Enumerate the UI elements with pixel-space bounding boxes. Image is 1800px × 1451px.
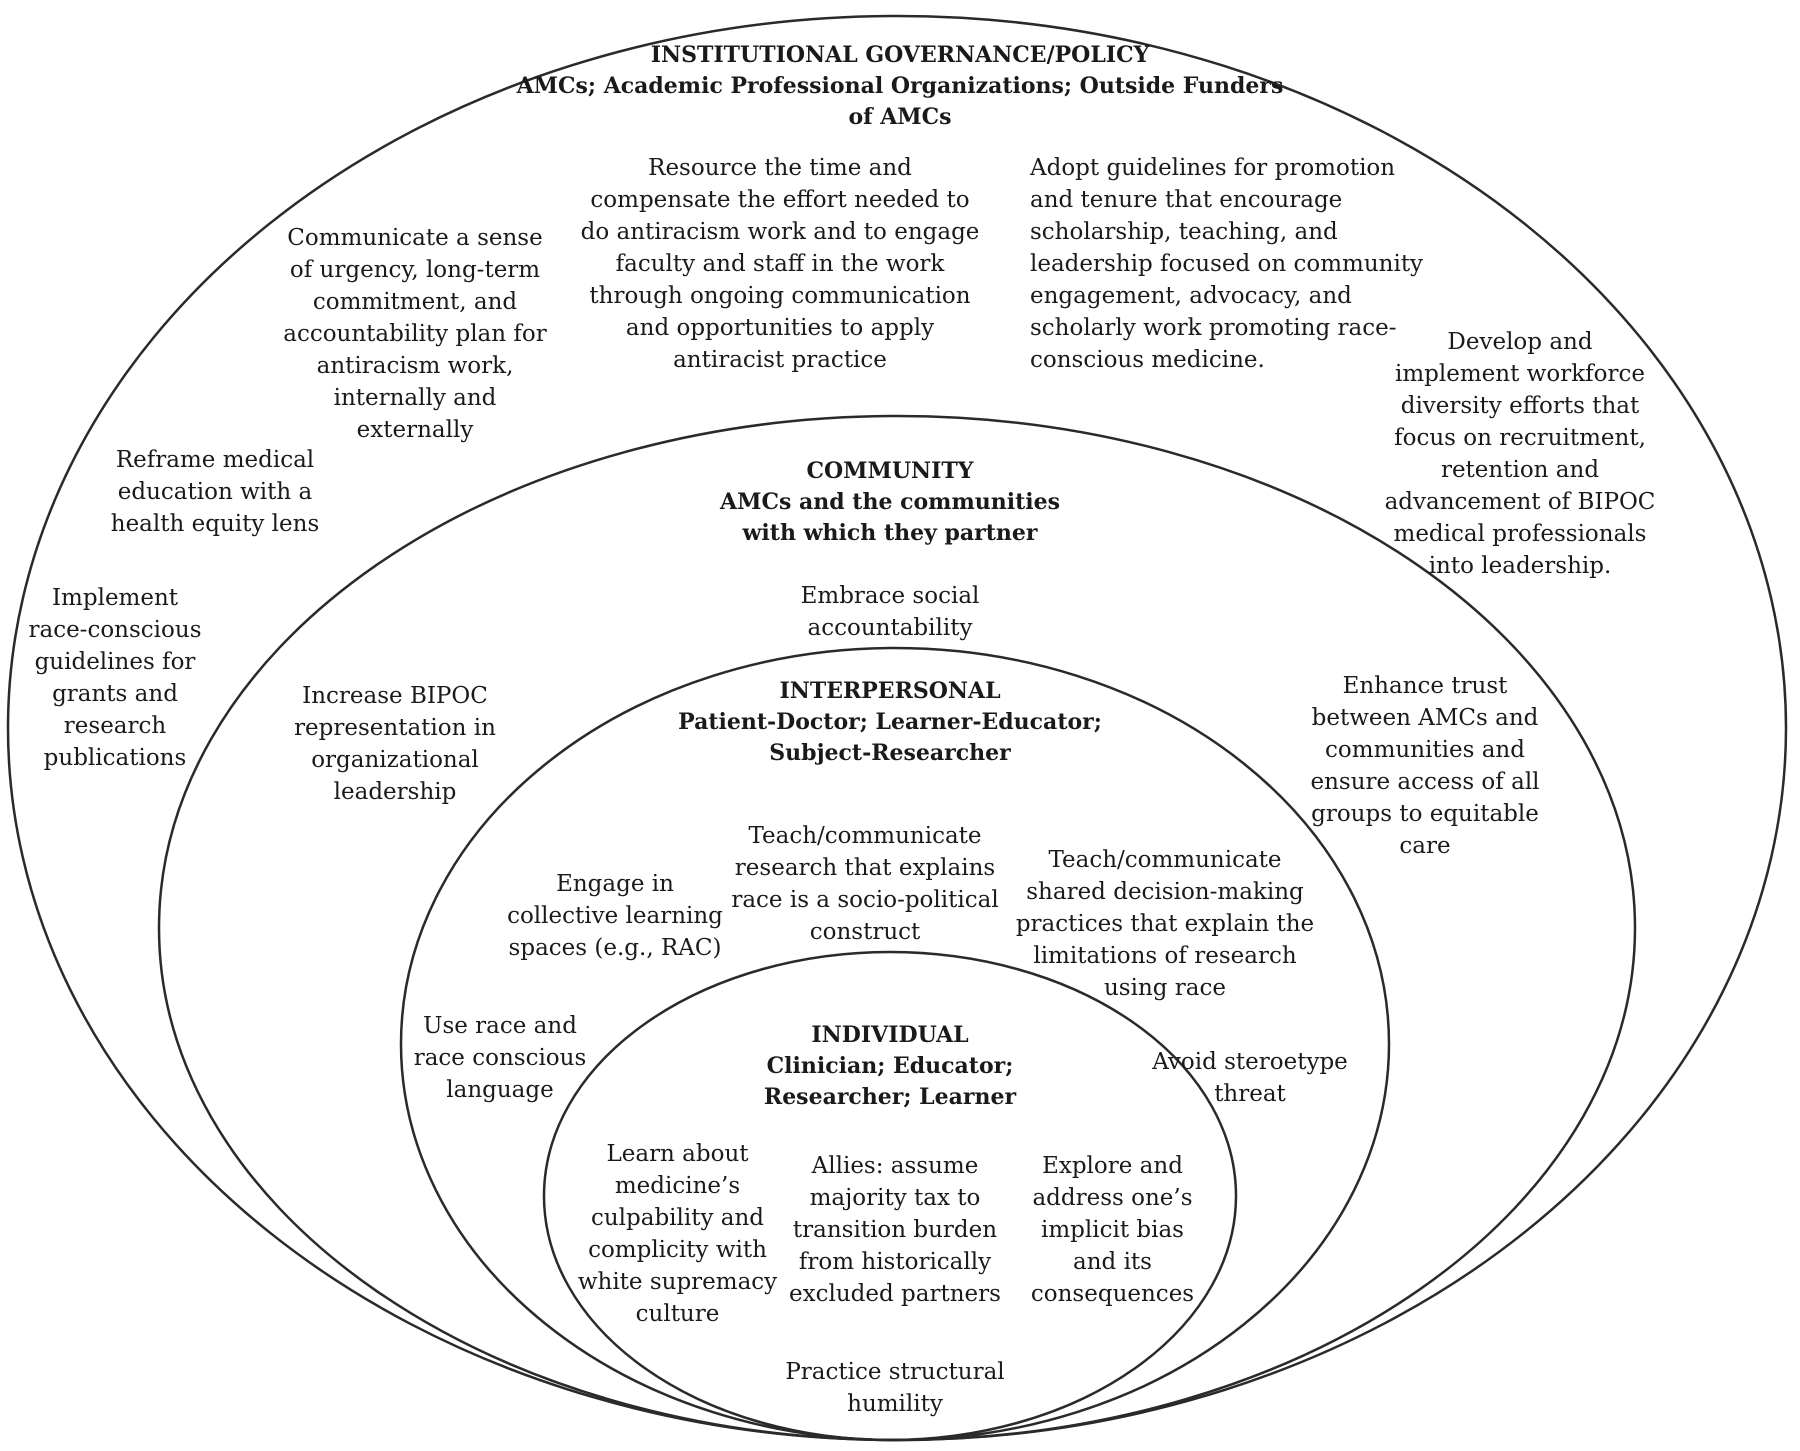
level-sub-individual: Clinician; Educator; Researcher; Learner [763, 1053, 1017, 1110]
level-sub-institutional: AMCs; Academic Professional Organization… [516, 73, 1284, 130]
strategy-race-language: Use race and race conscious language [413, 1013, 587, 1103]
header-community: COMMUNITY AMCs and the communities with … [690, 456, 1090, 549]
level-name-community: COMMUNITY [806, 458, 974, 484]
strategy-structural-humility: Practice structural humility [785, 1359, 1005, 1417]
level-sub-community: AMCs and the communities with which they… [720, 489, 1060, 546]
strategy-resource-time: Resource the time and compensate the eff… [580, 155, 980, 373]
strategy-workforce-diversity: Develop and implement workforce diversit… [1384, 329, 1656, 579]
strategy-urgency: Communicate a sense of urgency, long-ter… [283, 225, 547, 443]
strategy-race-construct: Teach/communicate research that explains… [731, 823, 999, 945]
strategy-race-conscious-guidelines: Implement race-conscious guidelines for … [28, 585, 202, 771]
strategy-bipoc-representation: Increase BIPOC representation in organiz… [294, 683, 496, 805]
strategy-shared-decision: Teach/communicate shared decision-making… [1015, 847, 1315, 1001]
level-name-individual: INDIVIDUAL [811, 1022, 969, 1048]
strategy-implicit-bias: Explore and address one’s implicit bias … [1030, 1153, 1195, 1307]
strategy-stereotype-threat: Avoid steroetype threat [1152, 1049, 1348, 1107]
header-interpersonal: INTERPERSONAL Patient-Doctor; Learner-Ed… [630, 676, 1150, 769]
ring-individual [542, 950, 1238, 1442]
level-sub-interpersonal: Patient-Doctor; Learner-Educator; Subjec… [678, 709, 1102, 766]
strategy-reframe-education: Reframe medical education with a health … [110, 447, 320, 537]
header-individual: INDIVIDUAL Clinician; Educator; Research… [700, 1020, 1080, 1113]
strategy-culpability: Learn about medicine’s culpability and c… [577, 1141, 778, 1327]
level-name-interpersonal: INTERPERSONAL [779, 678, 1001, 704]
strategy-promotion-tenure: Adopt guidelines for promotion and tenur… [1030, 155, 1424, 373]
strategy-collective-learning: Engage in collective learning spaces (e.… [507, 871, 723, 961]
strategy-enhance-trust: Enhance trust between AMCs and communiti… [1310, 673, 1540, 859]
strategy-social-accountability: Embrace social accountability [800, 583, 980, 641]
strategy-allies: Allies: assume majority tax to transitio… [789, 1153, 1001, 1307]
level-name-institutional: INSTITUTIONAL GOVERNANCE/POLICY [650, 42, 1150, 68]
header-institutional: INSTITUTIONAL GOVERNANCE/POLICY AMCs; Ac… [500, 40, 1300, 133]
